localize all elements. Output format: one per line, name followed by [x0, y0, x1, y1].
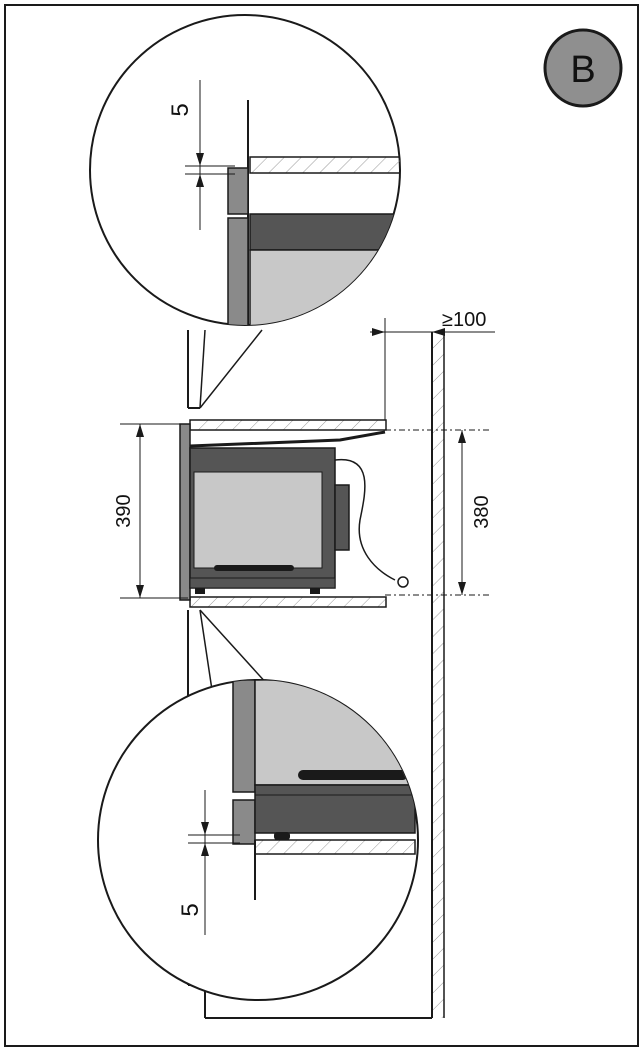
rear-clearance-dimension: ≥100 — [370, 309, 495, 336]
rear-wall — [431, 332, 445, 1018]
cavity-height-label: 380 — [471, 495, 493, 528]
bottom-detail-callout: 5 — [97, 609, 419, 1001]
niche-top-shelf — [189, 419, 387, 431]
bottom-gap-label: 5 — [177, 903, 204, 916]
page-frame — [4, 4, 639, 1047]
oven-appliance — [179, 423, 386, 601]
inner-height-label: 390 — [113, 494, 135, 527]
inner-height-dimension: 390 — [113, 423, 188, 599]
plug-icon — [397, 576, 409, 588]
badge-letter: B — [570, 49, 595, 91]
rear-clearance-label: ≥100 — [442, 309, 486, 331]
power-cable — [334, 458, 409, 588]
top-detail-callout: 5 — [89, 14, 401, 409]
badge: B — [543, 28, 623, 108]
niche-bottom-shelf — [189, 596, 387, 608]
badge-circle — [543, 28, 623, 108]
top-gap-label: 5 — [167, 103, 194, 116]
cavity-height-dimension: 380 — [385, 429, 493, 596]
